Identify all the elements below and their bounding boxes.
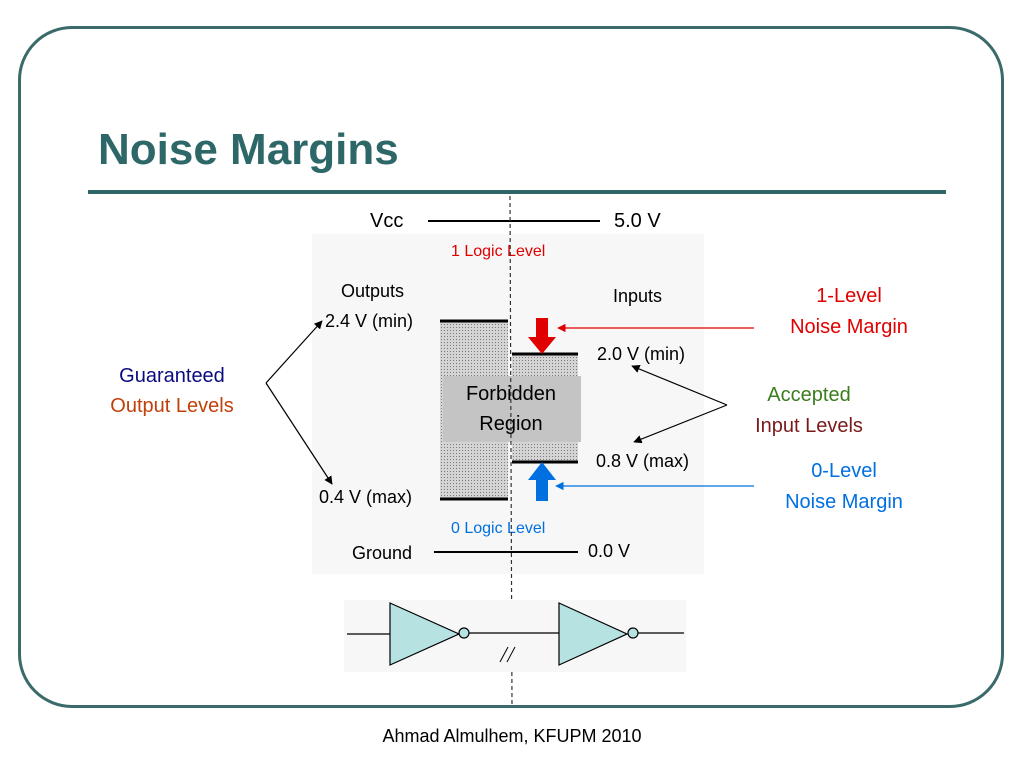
break-mark-1 — [499, 646, 509, 663]
vih-min-label: 2.0 V (min) — [597, 344, 685, 364]
output-levels-label: Output Levels — [110, 395, 233, 417]
accepted-arrow-high — [631, 364, 728, 406]
noise-margin-1-title: 1-Level — [816, 285, 882, 307]
noise-margin-0-subtitle: Noise Margin — [785, 491, 903, 513]
accepted-label: Accepted — [767, 384, 850, 406]
ground-label: Ground — [352, 543, 412, 563]
noise-margin-1-subtitle: Noise Margin — [790, 316, 908, 338]
inverter-bubble-1 — [458, 627, 470, 639]
slide-title: Noise Margins — [98, 125, 399, 174]
inverter-bubble-2 — [627, 627, 639, 639]
inverter-gate-2 — [558, 602, 629, 666]
noise-margin-0-title: 0-Level — [811, 460, 877, 482]
input-levels-label: Input Levels — [755, 415, 863, 437]
forbidden-region-box — [443, 376, 581, 442]
ground-value: 0.0 V — [588, 541, 630, 561]
stage-divider-dashed-line — [509, 195, 513, 707]
slide-frame — [18, 26, 1004, 708]
guaranteed-arrow-high — [265, 320, 323, 384]
break-mark-2 — [506, 646, 516, 663]
noise-margin-1-block-arrow — [528, 318, 556, 354]
guaranteed-arrow-low — [265, 382, 333, 485]
slide-footer: Ahmad Almulhem, KFUPM 2010 — [382, 726, 642, 746]
vil-max-label: 0.8 V (max) — [596, 451, 689, 471]
inverter-gate-1 — [389, 602, 461, 666]
logic-level-1-label: 1 Logic Level — [451, 243, 545, 260]
inputs-label: Inputs — [613, 286, 662, 306]
guaranteed-label: Guaranteed — [119, 365, 225, 387]
title-underline — [88, 190, 946, 194]
forbidden-region-line2: Region — [479, 413, 542, 435]
logic-level-0-label: 0 Logic Level — [451, 520, 545, 537]
voh-min-label: 2.4 V (min) — [325, 311, 413, 331]
vcc-value: 5.0 V — [614, 210, 661, 232]
accepted-arrow-low — [633, 404, 728, 444]
noise-margin-0-block-arrow — [528, 462, 556, 501]
vcc-label: Vcc — [370, 210, 403, 232]
vol-max-label: 0.4 V (max) — [319, 487, 412, 507]
outputs-label: Outputs — [341, 281, 404, 301]
